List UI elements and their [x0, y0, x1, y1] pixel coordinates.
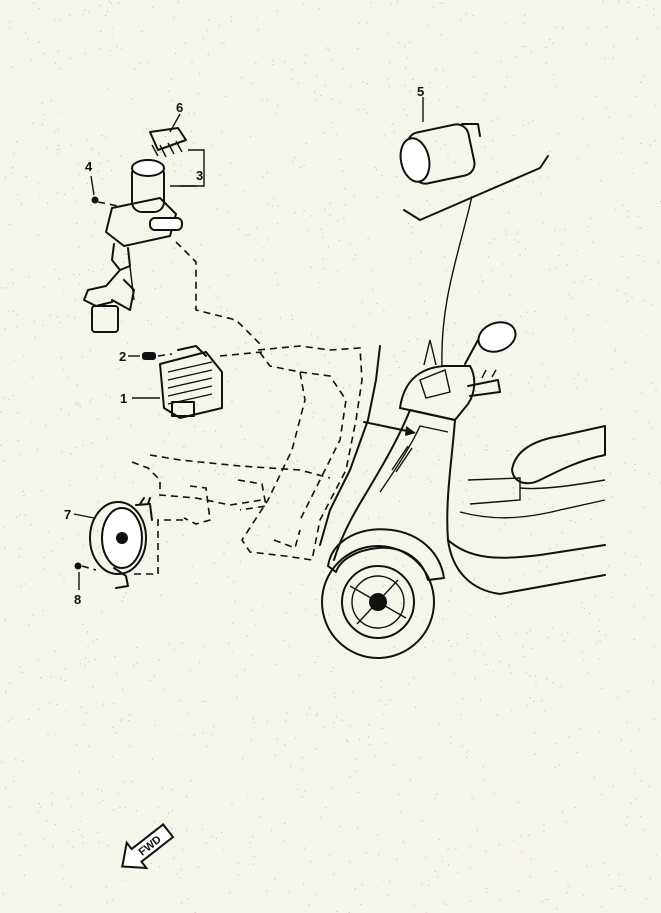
- callout-bracket-5: [403, 155, 549, 221]
- front-body-panel: [361, 409, 606, 595]
- fwd-arrow-icon: FWD: [121, 823, 175, 870]
- front-fender: [327, 528, 445, 581]
- front-wheel: [321, 545, 435, 659]
- part-number-5: 5: [417, 84, 424, 99]
- part-number-1: 1: [120, 391, 127, 406]
- wire-to-horn-relay: [441, 195, 473, 367]
- frame-outline-dashed: [131, 345, 381, 561]
- handlebar-cowl: [399, 365, 476, 421]
- leader-regulator: [219, 351, 263, 357]
- part-number-7: 7: [64, 507, 71, 522]
- part-number-4: 4: [85, 159, 93, 174]
- part-2-screw: [128, 352, 173, 360]
- scooter-illustration: [321, 195, 606, 659]
- part-number-2: 2: [119, 349, 126, 364]
- mirror: [464, 321, 517, 365]
- part-4-screw: [90, 175, 119, 207]
- part-3-ignition-switch: [83, 127, 187, 333]
- floorboard: [447, 539, 606, 559]
- part-5-relay: [399, 97, 481, 185]
- part-1-regulator: [132, 345, 223, 419]
- seat: [511, 425, 606, 485]
- leader-horn: [134, 519, 184, 575]
- part-8-screw: [74, 562, 97, 590]
- part-number-6: 6: [176, 100, 183, 115]
- leader-ignition: [175, 241, 263, 347]
- part-number-8: 8: [74, 592, 81, 607]
- part-number-3: 3: [196, 168, 203, 183]
- part-7-horn: [73, 497, 153, 589]
